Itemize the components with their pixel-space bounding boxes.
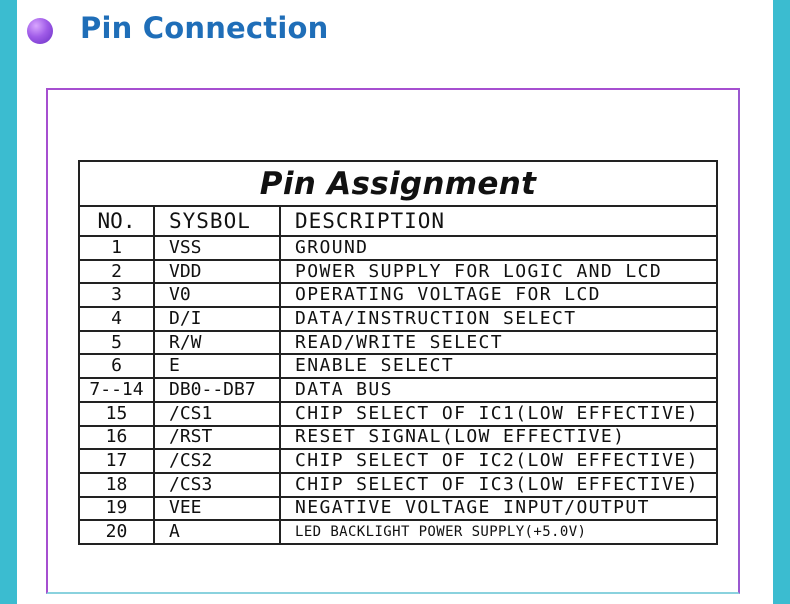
- pin-description-cell: POWER SUPPLY FOR LOGIC AND LCD: [279, 258, 718, 285]
- pin-symbol-cell: /CS2: [153, 448, 281, 474]
- pin-symbol-cell: DB0--DB7: [153, 377, 281, 403]
- pin-symbol-cell: VSS: [153, 235, 281, 261]
- pin-description-cell: DATA/INSTRUCTION SELECT: [279, 306, 718, 332]
- pin-number-cell: 17: [78, 448, 155, 474]
- pin-description-cell: CHIP SELECT OF IC3(LOW EFFECTIVE): [279, 471, 718, 498]
- column-header-no: NO.: [78, 205, 155, 237]
- pin-description-cell: LED BACKLIGHT POWER SUPPLY(+5.0V): [279, 519, 718, 545]
- table-title: Pin Assignment: [78, 160, 718, 207]
- pin-number-cell: 7--14: [78, 377, 155, 403]
- table-header-row: NO. SYSBOL DESCRIPTION: [78, 205, 718, 237]
- pin-symbol-cell: V0: [153, 282, 281, 309]
- pin-symbol-cell: R/W: [153, 329, 281, 356]
- right-side-bar: [773, 0, 790, 604]
- pin-number-cell: 15: [78, 400, 155, 427]
- pin-symbol-cell: VEE: [153, 495, 281, 522]
- pin-symbol-cell: E: [153, 353, 281, 380]
- pin-number-cell: 4: [78, 306, 155, 332]
- bullet-dot-icon: [27, 18, 53, 44]
- pin-description-cell: CHIP SELECT OF IC1(LOW EFFECTIVE): [279, 400, 718, 427]
- pin-description-cell: NEGATIVE VOLTAGE INPUT/OUTPUT: [279, 495, 718, 522]
- pin-number-cell: 19: [78, 495, 155, 522]
- pin-number-cell: 2: [78, 258, 155, 285]
- pin-description-cell: DATA BUS: [279, 377, 718, 403]
- pin-description-cell: READ/WRITE SELECT: [279, 329, 718, 356]
- pin-description-cell: OPERATING VOLTAGE FOR LCD: [279, 282, 718, 309]
- pin-symbol-cell: /RST: [153, 424, 281, 451]
- page-title: Pin Connection: [80, 11, 329, 45]
- column-header-symbol: SYSBOL: [153, 205, 281, 237]
- pin-description-cell: CHIP SELECT OF IC2(LOW EFFECTIVE): [279, 448, 718, 474]
- section-header: Pin Connection: [27, 0, 328, 56]
- pin-symbol-cell: D/I: [153, 306, 281, 332]
- pin-number-cell: 20: [78, 519, 155, 545]
- pin-description-cell: RESET SIGNAL(LOW EFFECTIVE): [279, 424, 718, 451]
- pin-symbol-cell: A: [153, 519, 281, 545]
- pin-number-cell: 1: [78, 235, 155, 261]
- pin-symbol-cell: /CS3: [153, 471, 281, 498]
- pin-number-cell: 6: [78, 353, 155, 380]
- pin-symbol-cell: /CS1: [153, 400, 281, 427]
- pin-number-cell: 18: [78, 471, 155, 498]
- column-header-description: DESCRIPTION: [279, 205, 718, 237]
- pin-symbol-cell: VDD: [153, 258, 281, 285]
- pin-description-cell: GROUND: [279, 235, 718, 261]
- pin-number-cell: 3: [78, 282, 155, 309]
- pin-description-cell: ENABLE SELECT: [279, 353, 718, 380]
- left-side-bar: [0, 0, 17, 604]
- pin-number-cell: 5: [78, 329, 155, 356]
- pin-number-cell: 16: [78, 424, 155, 451]
